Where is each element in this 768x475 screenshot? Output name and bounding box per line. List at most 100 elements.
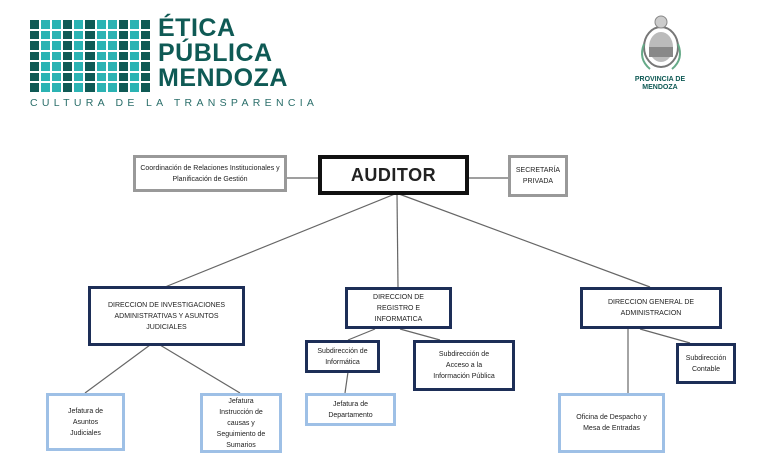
- logo-tile: [41, 20, 51, 29]
- logo-tile: [96, 41, 106, 50]
- box-dir-investigaciones: DIRECCION DE INVESTIGACIONES ADMINISTRAT…: [88, 286, 245, 346]
- logo-tile: [63, 51, 73, 61]
- logo-tile: [63, 72, 73, 82]
- logo-tagline: CULTURA DE LA TRANSPARENCIA: [30, 97, 319, 109]
- logo-tile: [140, 30, 150, 40]
- province-crest-icon: [641, 15, 681, 70]
- logo-tile: [129, 72, 139, 82]
- box-subdir-acceso: Subdirección de Acceso a la Información …: [413, 340, 515, 391]
- logo-tile: [140, 83, 150, 92]
- logo-tile: [30, 62, 40, 71]
- box-auditor: AUDITOR: [318, 155, 469, 195]
- logo-tile: [96, 72, 106, 82]
- box-dir-general: DIRECCION GENERAL DE ADMINISTRACION: [580, 287, 722, 329]
- logo-tile: [30, 30, 40, 40]
- logo-tile: [41, 62, 51, 71]
- logo-tile: [41, 83, 51, 92]
- logo-tile: [41, 51, 51, 61]
- logo-tile: [96, 83, 106, 92]
- box-coordinacion: Coordinación de Relaciones Institucional…: [133, 155, 287, 192]
- logo-tile: [129, 83, 139, 92]
- logo-tile: [52, 83, 62, 92]
- logo-tile: [118, 41, 128, 50]
- logo-tile: [140, 51, 150, 61]
- logo-tile: [140, 62, 150, 71]
- logo-tile: [41, 72, 51, 82]
- box-subdir-informatica: Subdirección de Informática: [305, 340, 380, 373]
- logo-tile: [63, 62, 73, 71]
- logo-tile: [85, 41, 95, 50]
- logo-tile: [107, 83, 117, 92]
- logo-tile: [52, 20, 62, 29]
- logo-tile: [30, 41, 40, 50]
- logo-tile: [129, 20, 139, 29]
- logo-tile: [52, 51, 62, 61]
- logo-tile: [96, 20, 106, 29]
- logo-tile: [140, 72, 150, 82]
- logo-tile: [74, 83, 84, 92]
- logo-tile: [74, 30, 84, 40]
- logo-tile: [118, 30, 128, 40]
- logo-line-1: ÉTICA: [158, 14, 236, 42]
- logo-tile: [85, 30, 95, 40]
- province-label: PROVINCIA DE MENDOZA: [620, 76, 700, 92]
- logo-tile: [118, 51, 128, 61]
- logo-tile: [107, 51, 117, 61]
- logo-tile: [129, 30, 139, 40]
- logo-tile: [74, 20, 84, 29]
- logo-tile: [52, 41, 62, 50]
- logo-tile: [63, 20, 73, 29]
- logo-tile: [30, 51, 40, 61]
- logo-tile: [52, 30, 62, 40]
- logo-tile: [41, 41, 51, 50]
- logo-tile: [74, 62, 84, 71]
- logo-tile: [118, 83, 128, 92]
- logo-tile: [107, 20, 117, 29]
- logo-tile: [85, 62, 95, 71]
- logo-tile: [63, 30, 73, 40]
- logo-tile: [63, 83, 73, 92]
- logo-tile: [41, 30, 51, 40]
- logo-tile: [30, 20, 40, 29]
- logo-tile: [85, 72, 95, 82]
- logo-line-2: PÚBLICA: [158, 39, 273, 67]
- logo-tile: [96, 51, 106, 61]
- box-jef-asuntos: Jefatura de Asuntos Judiciales: [46, 393, 125, 451]
- logo-tile: [129, 51, 139, 61]
- logo-tile: [107, 72, 117, 82]
- logo-tile: [107, 30, 117, 40]
- logo-tile: [107, 41, 117, 50]
- logo-tile: [140, 41, 150, 50]
- logo-tile: [140, 20, 150, 29]
- box-oficina-despacho: Oficina de Despacho y Mesa de Entradas: [558, 393, 665, 453]
- logo-tile: [30, 83, 40, 92]
- logo-title: ÉTICA PÚBLICA MENDOZA: [158, 16, 288, 91]
- logo-tile: [85, 20, 95, 29]
- box-secretaria: SECRETARÍA PRIVADA: [508, 155, 568, 197]
- logo-tile: [74, 72, 84, 82]
- logo-mosaic: [30, 20, 150, 92]
- box-jef-departamento: Jefatura de Departamento: [305, 393, 396, 426]
- logo-tile: [118, 72, 128, 82]
- logo-tile: [74, 51, 84, 61]
- province-line-1: PROVINCIA DE: [634, 76, 686, 83]
- box-dir-registro: DIRECCION DE REGISTRO E INFORMATICA: [345, 287, 452, 329]
- logo-tile: [118, 62, 128, 71]
- logo-tile: [96, 30, 106, 40]
- logo-tile: [129, 62, 139, 71]
- logo-tile: [96, 62, 106, 71]
- logo-tile: [85, 83, 95, 92]
- logo-line-3: MENDOZA: [158, 64, 288, 92]
- logo-tile: [85, 51, 95, 61]
- logo-tile: [129, 41, 139, 50]
- logo-tile: [52, 62, 62, 71]
- logo-tile: [74, 41, 84, 50]
- logo-tile: [118, 20, 128, 29]
- logo-tile: [63, 41, 73, 50]
- box-jef-instruccion: Jefatura Instrucción de causas y Seguimi…: [200, 393, 282, 453]
- box-subdir-contable: Subdirección Contable: [676, 343, 736, 384]
- logo-tile: [52, 72, 62, 82]
- logo-tile: [30, 72, 40, 82]
- province-line-2: MENDOZA: [642, 84, 678, 91]
